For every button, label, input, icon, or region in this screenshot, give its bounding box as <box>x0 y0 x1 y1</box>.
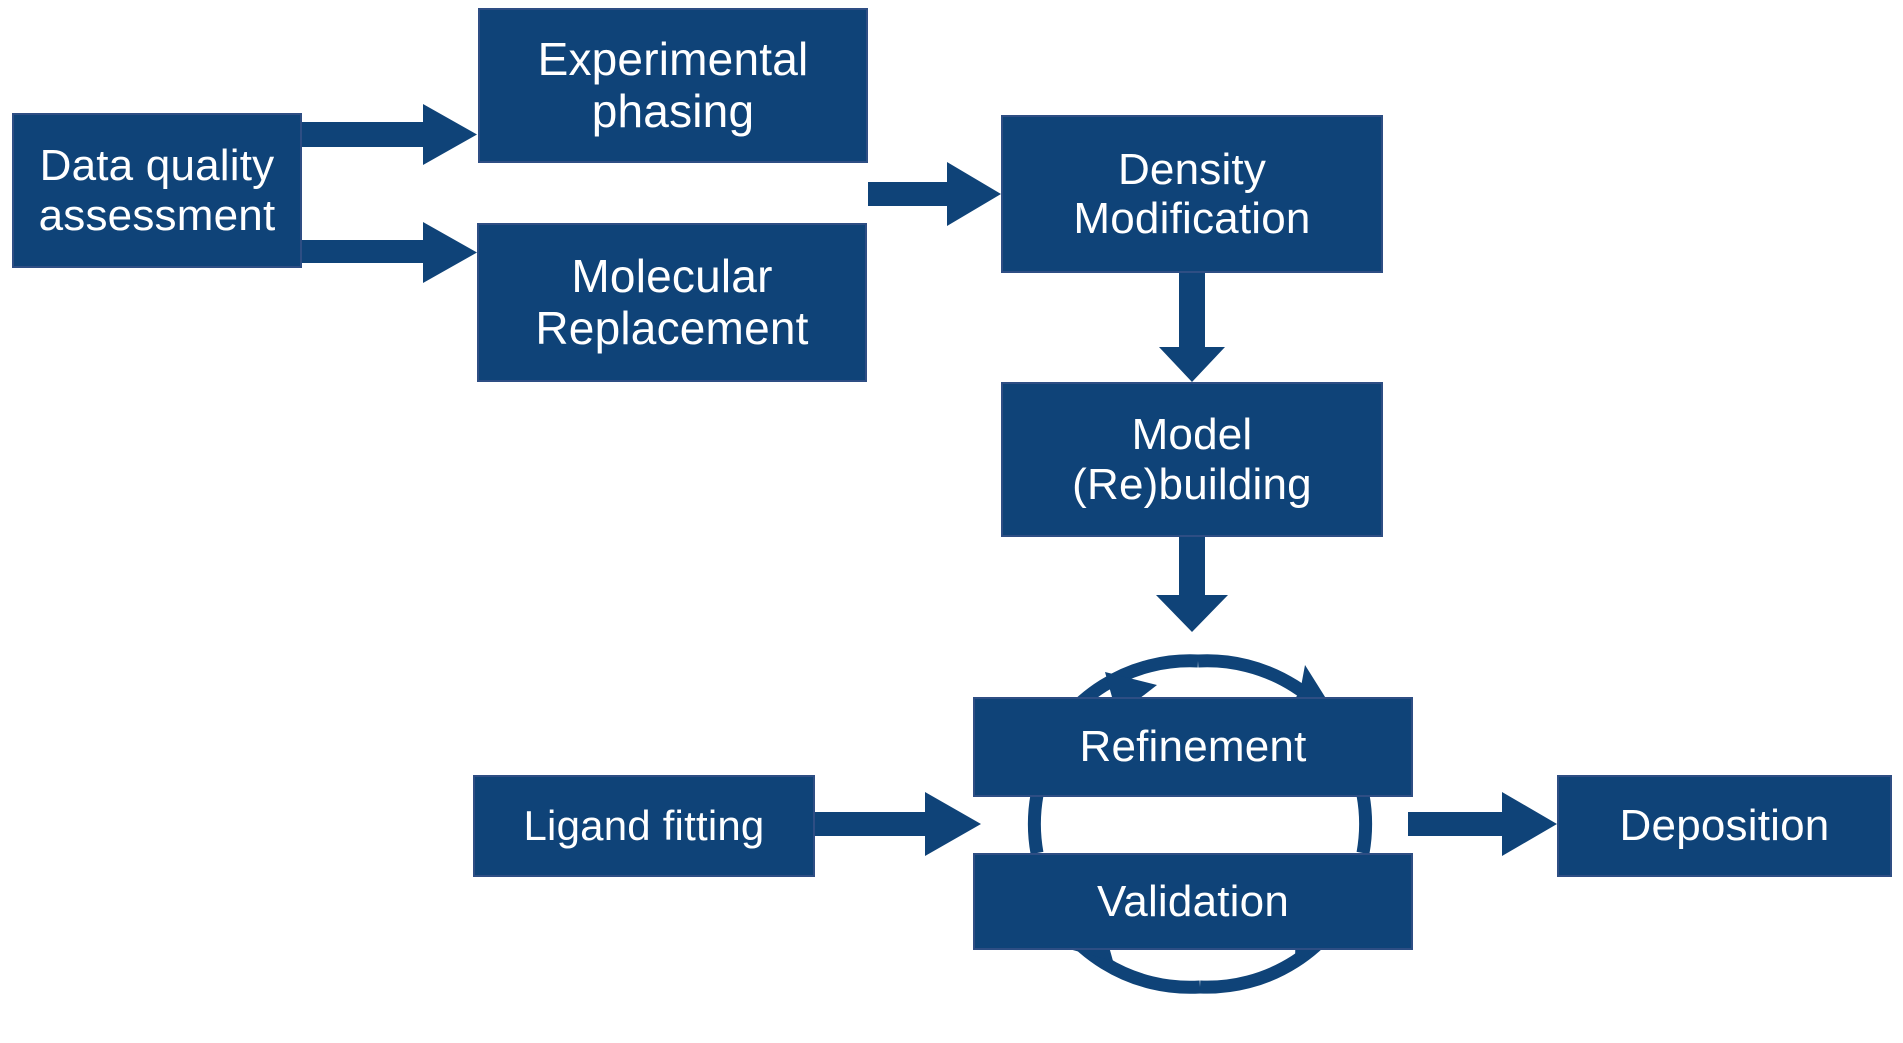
edge-data-quality-to-molecular-replacement <box>302 222 477 283</box>
node-model-rebuilding[interactable]: Model (Re)building <box>1001 382 1383 537</box>
node-deposition[interactable]: Deposition <box>1557 775 1892 877</box>
cycle-ring-side-segments <box>1027 793 1373 855</box>
node-experimental-phasing[interactable]: Experimental phasing <box>478 8 868 163</box>
edge-ligand-fitting-to-cycle <box>815 792 981 856</box>
node-validation[interactable]: Validation <box>973 853 1413 950</box>
node-data-quality-assessment[interactable]: Data quality assessment <box>12 113 302 268</box>
node-refinement[interactable]: Refinement <box>973 697 1413 797</box>
node-density-modification[interactable]: Density Modification <box>1001 115 1383 273</box>
edge-cycle-to-deposition <box>1408 792 1557 856</box>
edge-data-quality-to-experimental-phasing <box>302 104 477 165</box>
node-ligand-fitting[interactable]: Ligand fitting <box>473 775 815 877</box>
edge-phasing-to-density-modification <box>868 162 1001 226</box>
edge-density-modification-to-model-rebuilding <box>1159 273 1225 382</box>
edge-model-rebuilding-to-cycle <box>1156 537 1228 632</box>
node-molecular-replacement[interactable]: Molecular Replacement <box>477 223 867 382</box>
